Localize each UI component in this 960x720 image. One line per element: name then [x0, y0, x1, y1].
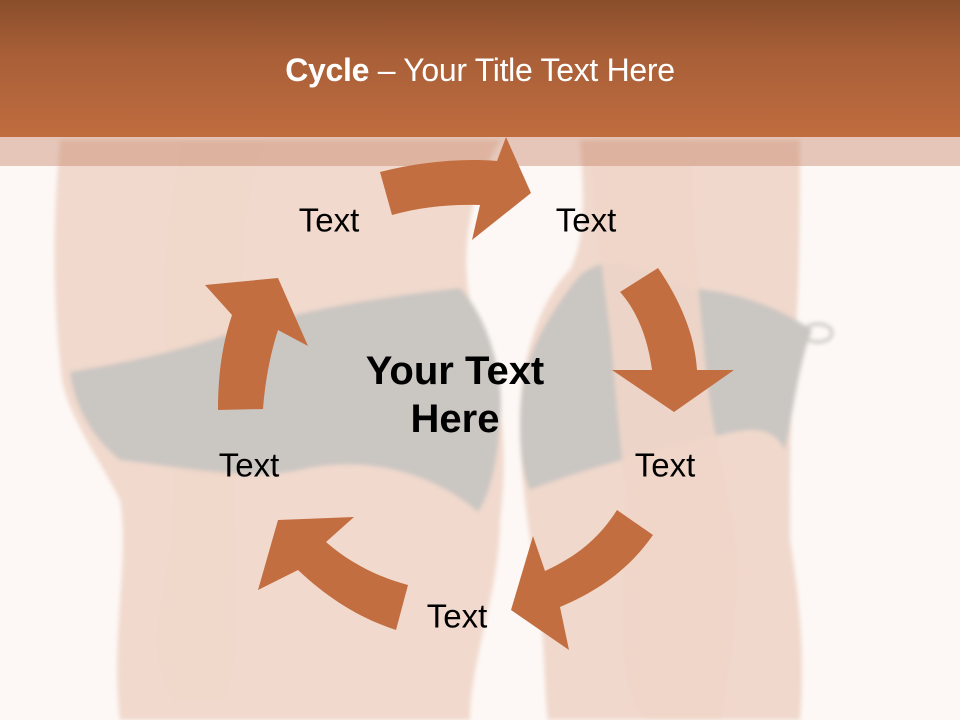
slide-title-rest: – Your Title Text Here	[369, 52, 675, 88]
cycle-node-left[interactable]: Text	[218, 446, 280, 484]
slide-title-bold: Cycle	[285, 52, 370, 88]
cycle-node-top-right[interactable]: Text	[555, 201, 617, 239]
arrow-top[interactable]	[380, 137, 531, 240]
slide-title[interactable]: Cycle – Your Title Text Here	[0, 52, 960, 89]
arrow-right[interactable]	[612, 268, 734, 412]
cycle-node-right[interactable]: Text	[634, 446, 696, 484]
arrow-bottom-right[interactable]	[511, 510, 653, 650]
title-banner	[0, 0, 960, 137]
arrow-bottom-left[interactable]	[258, 517, 408, 630]
cycle-node-bottom[interactable]: Text	[426, 597, 488, 635]
center-text[interactable]: Your Text Here	[325, 347, 585, 443]
cycle-node-top-left[interactable]: Text	[298, 201, 360, 239]
arrow-left[interactable]	[205, 278, 308, 410]
center-text-line-2: Here	[410, 397, 500, 441]
center-text-line-1: Your Text	[365, 349, 545, 393]
